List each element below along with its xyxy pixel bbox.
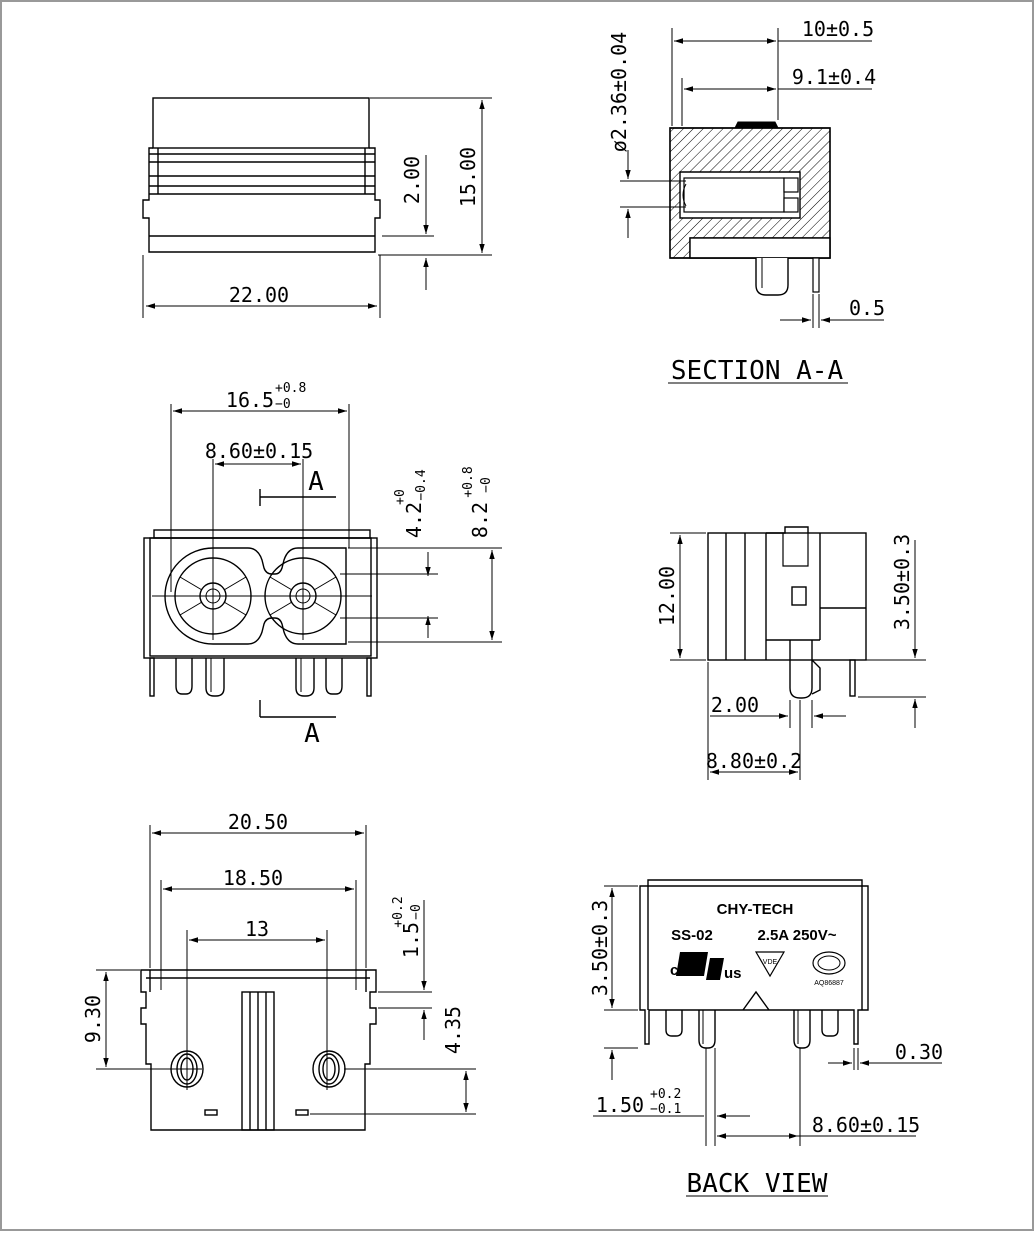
section-marker-top: A — [308, 467, 324, 497]
back-pin-tol-minus: −0.1 — [650, 1102, 681, 1117]
back-view-dimensions — [593, 885, 942, 1197]
model-label: SS-02 — [671, 927, 713, 944]
front-view — [143, 529, 378, 697]
bottom-inner-label: 18.50 — [223, 866, 283, 890]
front-pitch-label: 8.60±0.15 — [205, 439, 313, 463]
back-view-marking: CHY-TECH SS-02 2.5A 250V~ c us VDE AQ868… — [670, 901, 846, 987]
section-title: SECTION A-A — [671, 356, 844, 386]
bottom-pitch-label: 13 — [245, 917, 269, 941]
back-view — [639, 879, 869, 1146]
side-view — [707, 526, 867, 699]
front-h2-label: 8.2 — [468, 502, 492, 538]
front-h2-tol-minus: −0 — [479, 477, 494, 493]
ul-c-label: c — [670, 962, 678, 979]
bottom-depth-label: 9.30 — [81, 995, 105, 1043]
back-pin-base-label: 1.50 — [596, 1093, 644, 1117]
section-marker-bottom: A — [304, 719, 320, 749]
front-h1-label: 4.2 — [402, 502, 426, 538]
section-pin-thk-label: 0.5 — [849, 296, 885, 320]
front-h2-tol-plus: +0.8 — [461, 466, 476, 497]
ul-logo-icon — [676, 952, 724, 980]
back-view-title: BACK VIEW — [687, 1169, 828, 1199]
bottom-view-dimensions — [96, 825, 476, 1115]
ccc-code-label: AQ86887 — [814, 980, 844, 987]
side-depth-label: 8.80±0.2 — [706, 749, 802, 773]
brand-label: CHY-TECH — [717, 901, 794, 918]
rating-label: 2.5A 250V~ — [757, 927, 836, 944]
bottom-view — [140, 969, 377, 1131]
back-pitch-label: 8.60±0.15 — [812, 1113, 920, 1137]
side-view-dimensions — [670, 532, 926, 780]
ul-us-label: us — [724, 965, 742, 982]
bottom-flange-tol-minus: −0 — [409, 904, 424, 920]
back-pin-thk-label: 0.30 — [895, 1040, 943, 1064]
ccc-logo-icon — [812, 951, 846, 975]
pin-diameter-label: ø2.36±0.04 — [607, 32, 631, 152]
bottom-flange-tol-plus: +0.2 — [391, 896, 406, 927]
front-h1-tol-plus: +0 — [393, 489, 408, 505]
bottom-hole-label: 4.35 — [441, 1006, 465, 1054]
section-view — [669, 121, 831, 296]
front-width-label: 16.5 — [226, 388, 274, 412]
side-pin-offset-label: 3.50±0.3 — [890, 534, 914, 630]
front-view-dimensions — [152, 404, 502, 718]
side-height-label: 12.00 — [655, 566, 679, 626]
bottom-flange-label: 1.5 — [399, 922, 423, 958]
top-view-dimensions — [142, 97, 492, 318]
back-pin-tol-plus: +0.2 — [650, 1087, 681, 1102]
top-view — [142, 97, 381, 253]
top-step-label: 2.00 — [400, 156, 424, 204]
top-height-label: 15.00 — [456, 147, 480, 207]
front-width-tol-plus: +0.8 — [275, 381, 306, 396]
side-pin-width-label: 2.00 — [711, 693, 759, 717]
section-dimensions — [620, 28, 884, 384]
top-width-label: 22.00 — [229, 283, 289, 307]
back-pin-offset-label: 3.50±0.3 — [588, 900, 612, 996]
vde-label: VDE — [763, 959, 778, 966]
bottom-width-label: 20.50 — [228, 810, 288, 834]
front-width-tol-minus: −0 — [275, 397, 291, 412]
section-depth-outer-label: 10±0.5 — [802, 17, 874, 41]
vde-logo-icon — [754, 951, 786, 978]
front-h1-tol-minus: −0.4 — [414, 469, 429, 500]
section-depth-inner-label: 9.1±0.4 — [792, 65, 876, 89]
